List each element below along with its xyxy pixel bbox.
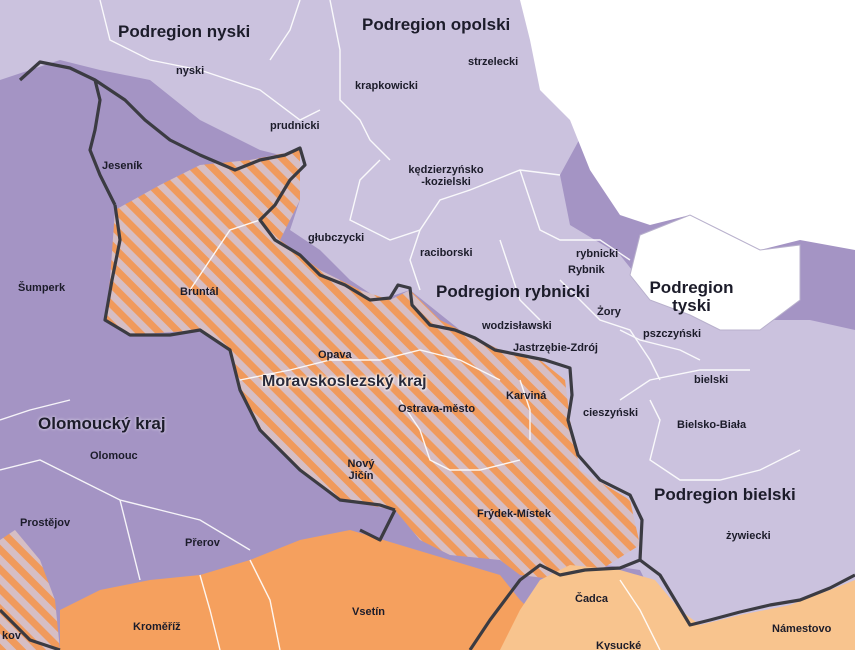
label-podregion-tyski-line2: tyski xyxy=(672,295,711,315)
hatched-area-southwest xyxy=(0,530,60,650)
district-boundaries xyxy=(0,0,800,650)
label-kromeriz: Kroměříž xyxy=(133,621,181,633)
label-ostrava-mesto: Ostrava-město xyxy=(398,403,476,415)
label-kysucke: Kysucké xyxy=(596,640,642,650)
label-prostejov: Prostějov xyxy=(20,517,71,529)
label-podregion-bielski: Podregion bielski xyxy=(654,485,796,504)
label-moravskoslezsky-kraj: Moravskoslezský kraj xyxy=(262,373,427,390)
label-prudnicki: prudnicki xyxy=(270,120,320,132)
label-podregion-tyski: Podregion tyski xyxy=(644,279,739,315)
label-rybnik: Rybnik xyxy=(568,264,605,276)
label-kedzierzynsko-line1: kędzierzyńsko xyxy=(408,164,484,176)
moravskoslezsky-kraj-region xyxy=(105,150,640,580)
label-podregion-opolski: Podregion opolski xyxy=(362,15,511,34)
label-zywiecki: żywiecki xyxy=(726,530,771,542)
label-bielski: bielski xyxy=(694,374,729,386)
outside-area-north xyxy=(520,0,855,250)
label-podregion-nyski: Podregion nyski xyxy=(118,22,251,41)
label-podregion-tyski-line1: Podregion xyxy=(649,278,734,297)
label-krapkowicki: krapkowicki xyxy=(355,80,418,92)
label-olomouc: Olomouc xyxy=(90,450,138,462)
label-frydek-mistek: Frýdek-Místek xyxy=(477,508,551,520)
label-cieszynski: cieszyński xyxy=(583,407,639,419)
zlinsky-kraj-region xyxy=(60,530,560,650)
label-prerov: Přerov xyxy=(185,537,220,549)
label-sumperk: Šumperk xyxy=(18,282,66,294)
label-strzelecki: strzelecki xyxy=(468,56,519,68)
label-vsetin: Vsetín xyxy=(352,606,386,618)
label-kov: kov xyxy=(2,630,21,642)
label-namestovo: Námestovo xyxy=(772,623,832,635)
label-kedzierzynsko-line2: -kozielski xyxy=(421,175,471,188)
label-cadca: Čadca xyxy=(575,593,609,605)
label-novy-jicin: Nový Jičín xyxy=(338,458,384,482)
slovakia-region xyxy=(500,565,855,650)
label-jastrzebie-zdroj: Jastrzębie-Zdrój xyxy=(513,342,598,354)
label-glubczycki: głubczycki xyxy=(308,232,365,244)
label-raciborski: raciborski xyxy=(420,247,473,259)
label-novy-jicin-line2: Jičín xyxy=(348,469,374,482)
podregion-tyski-region xyxy=(629,214,801,331)
label-novy-jicin-line1: Nový xyxy=(347,458,375,470)
label-pszczynski: pszczyński xyxy=(643,328,702,340)
label-zory: Żory xyxy=(597,306,621,318)
label-karvina: Karviná xyxy=(506,390,547,402)
label-nyski: nyski xyxy=(176,65,205,77)
label-rybnicki: rybnicki xyxy=(576,248,619,260)
label-opava: Opava xyxy=(318,349,352,361)
label-kedzierzynsko-kozielski: kędzierzyńsko -kozielski xyxy=(396,164,496,188)
regional-borders xyxy=(0,60,855,650)
label-podregion-rybnicki: Podregion rybnicki xyxy=(436,282,590,301)
label-jesenik: Jeseník xyxy=(102,160,143,172)
label-bielsko-biala: Bielsko-Biała xyxy=(677,419,747,431)
label-bruntal: Bruntál xyxy=(180,286,219,298)
label-olomoucky-kraj: Olomoucký kraj xyxy=(38,414,166,433)
label-wodzislawski: wodzisławski xyxy=(482,320,552,332)
